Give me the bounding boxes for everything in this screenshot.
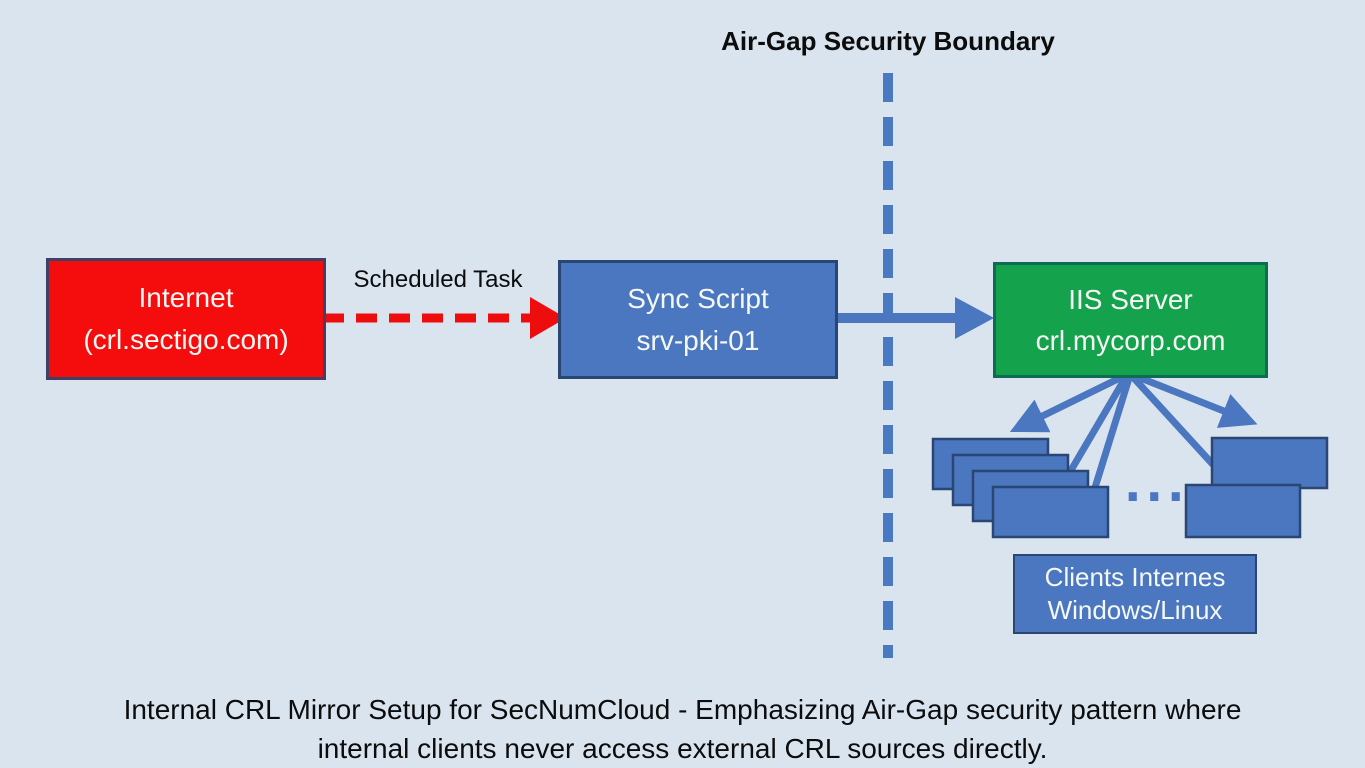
scheduled-task-label: Scheduled Task xyxy=(353,266,523,293)
node-internet-line1: Internet xyxy=(138,282,234,313)
fanout-arrow-4 xyxy=(1128,372,1221,473)
node-iis-server-line2: crl.mycorp.com xyxy=(1035,325,1226,356)
node-sync-script-line2: srv-pki-01 xyxy=(636,324,760,356)
client-stack-left xyxy=(931,437,1110,539)
caption-line1: Internal CRL Mirror Setup for SecNumClou… xyxy=(123,694,1242,725)
node-internal-clients: Clients Internes Windows/Linux xyxy=(1013,554,1257,634)
node-iis-server: IIS Server crl.mycorp.com xyxy=(993,262,1268,378)
node-internal-clients-line2: Windows/Linux xyxy=(1047,595,1223,625)
node-internet: Internet (crl.sectigo.com) xyxy=(46,258,326,380)
node-internet-line2: (crl.sectigo.com) xyxy=(83,324,289,355)
node-sync-script: Sync Script srv-pki-01 xyxy=(558,260,838,379)
fanout-arrow-2 xyxy=(1066,373,1131,474)
ellipsis-label: ... xyxy=(1124,458,1189,512)
caption-line2: internal clients never access external C… xyxy=(317,733,1048,764)
client-stack-right xyxy=(1184,436,1329,539)
sync-to-iis-arrowhead xyxy=(955,297,994,339)
scheduled-task-arrowhead xyxy=(530,297,566,339)
node-sync-script-line1: Sync Script xyxy=(627,282,769,314)
diagram-caption: Internal CRL Mirror Setup for SecNumClou… xyxy=(0,690,1365,768)
diagram-title: Air-Gap Security Boundary xyxy=(721,26,1055,56)
fanout-arrow-3 xyxy=(1089,373,1134,496)
client-machine-rect xyxy=(1184,483,1302,539)
node-internal-clients-line1: Clients Internes xyxy=(1044,562,1226,592)
fanout-arrow-5 xyxy=(1131,371,1258,428)
node-iis-server-line1: IIS Server xyxy=(1068,284,1193,315)
fanout-arrow-1 xyxy=(1009,371,1128,433)
client-machine-rect xyxy=(991,485,1110,539)
client-machine-rect xyxy=(1210,436,1329,490)
